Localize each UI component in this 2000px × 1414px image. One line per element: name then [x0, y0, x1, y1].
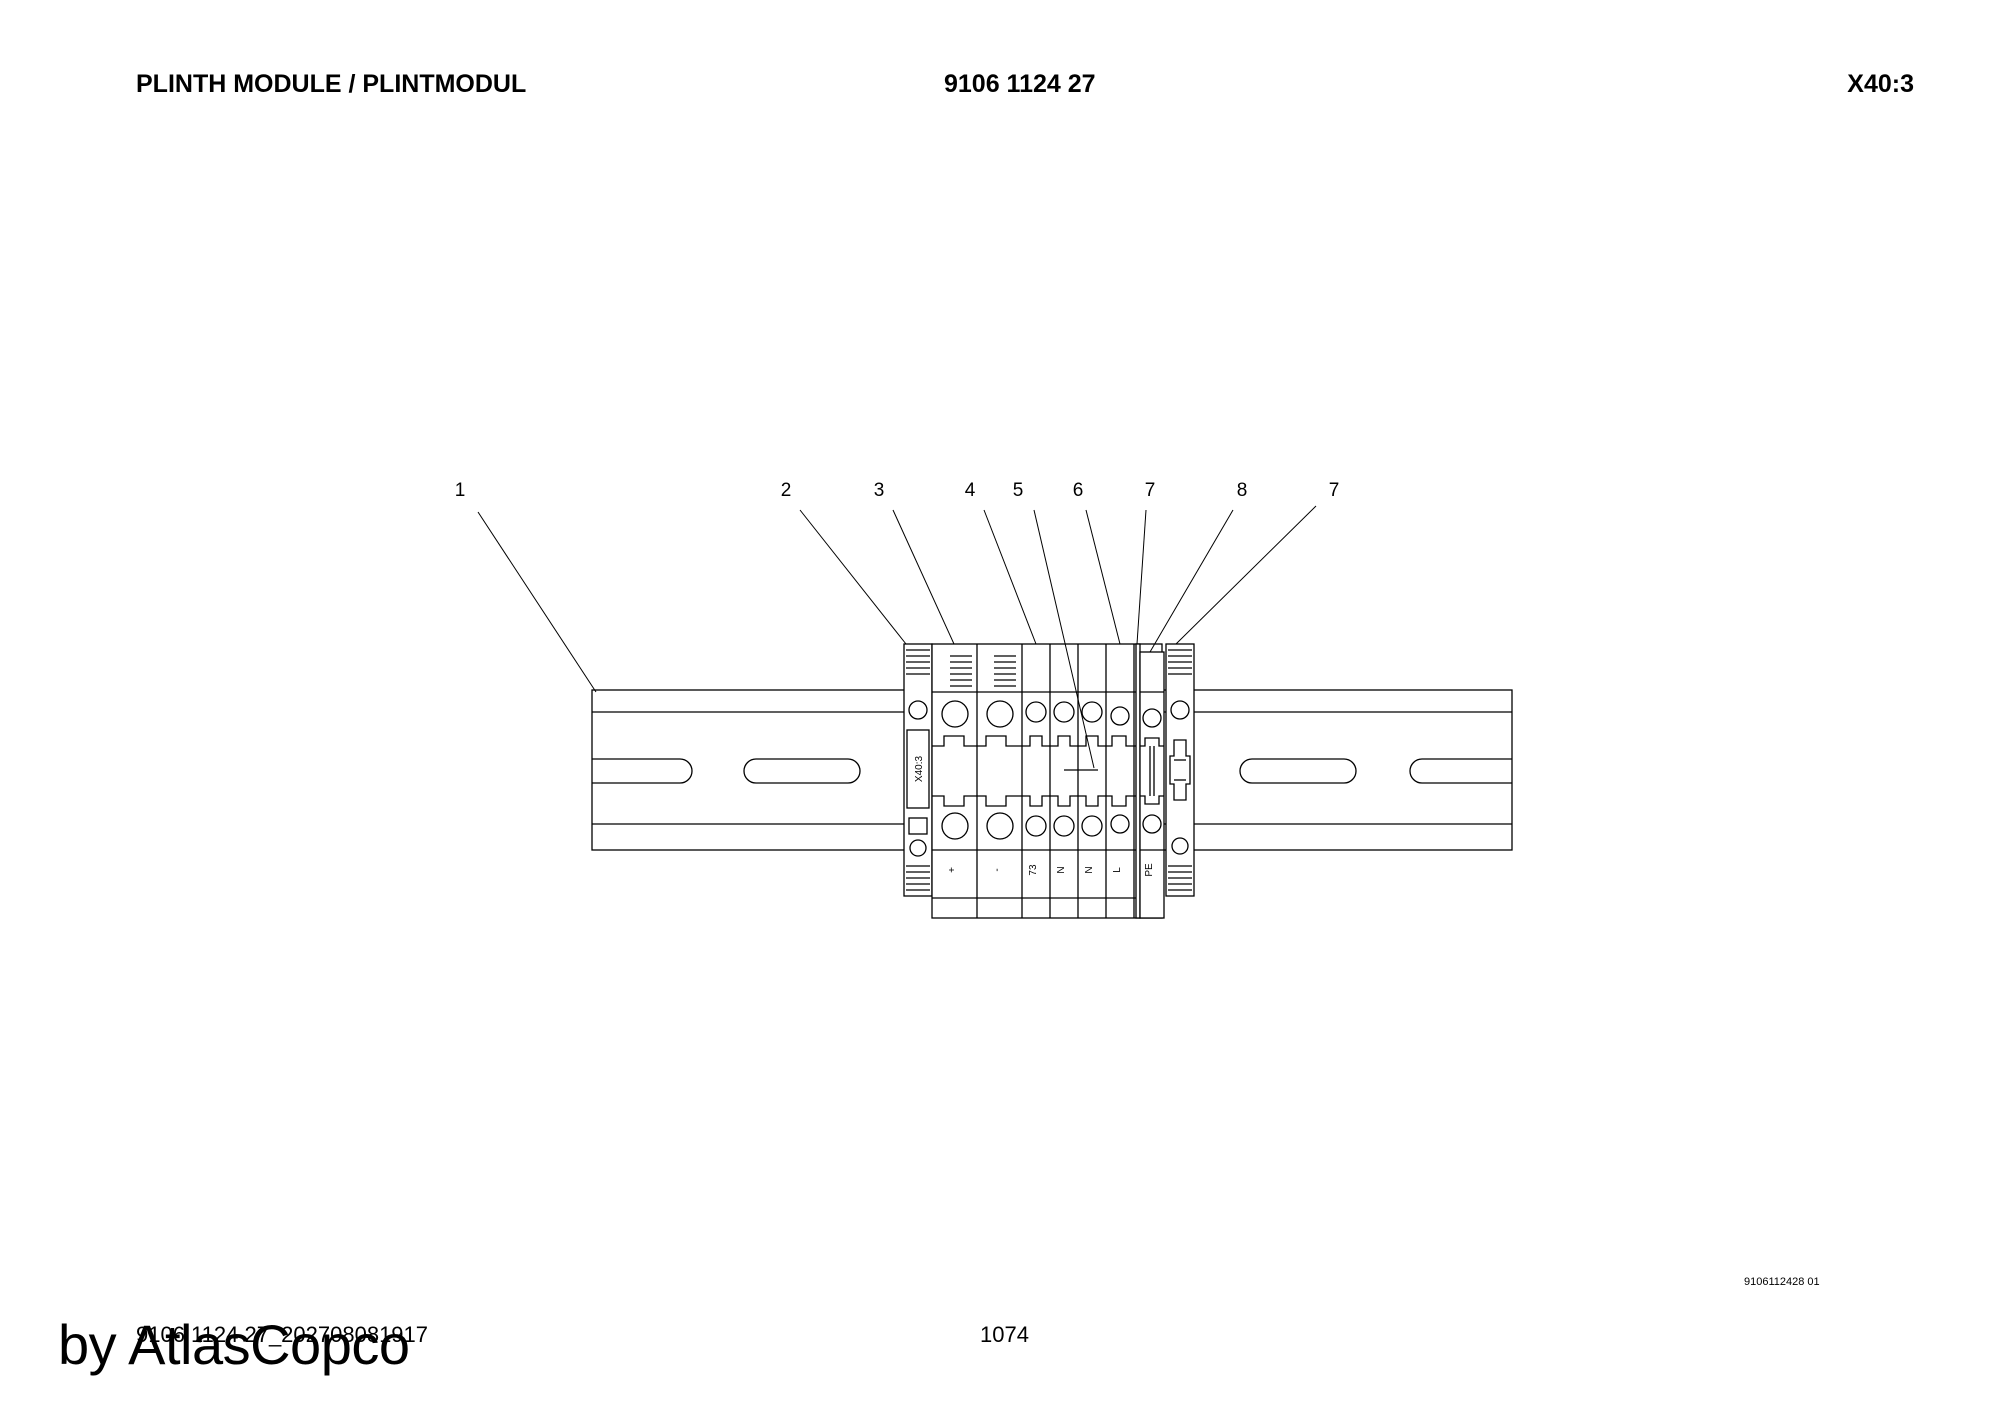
page-title: PLINTH MODULE / PLINTMODUL [136, 70, 527, 98]
designation: X40:3 [1847, 70, 1914, 98]
callout-8: 8 [1237, 480, 1248, 501]
part-number: 9106 1124 27 [944, 70, 1096, 98]
end-plate-label: X40:3 [914, 755, 925, 782]
callout-7b: 7 [1329, 480, 1340, 501]
end-stop-left: X40:3 [903, 643, 933, 897]
terminal-label-n2: N [1084, 866, 1095, 873]
terminal-label-73: 73 [1028, 864, 1039, 876]
watermark-brand: by AtlasCopco [58, 1313, 410, 1376]
end-stop-right [1165, 643, 1195, 897]
drawing-reference: 9106112428 01 [1744, 1276, 1820, 1288]
callout-3: 3 [874, 480, 885, 501]
pe-terminal [1139, 651, 1165, 919]
callout-4: 4 [965, 480, 976, 501]
terminal-label-n1: N [1056, 866, 1067, 873]
callout-7a: 7 [1145, 480, 1156, 501]
callouts: 1 2 3 4 5 6 7 8 7 [455, 480, 1340, 501]
terminal-label-pe: PE [1144, 863, 1155, 877]
callout-6: 6 [1073, 480, 1084, 501]
callout-2: 2 [781, 480, 792, 501]
page-number: 1074 [980, 1322, 1029, 1347]
terminal-labels: + - 73 N N L PE [947, 863, 1155, 877]
terminal-label-plus: + [947, 867, 958, 873]
leader-lines [477, 505, 1317, 769]
callout-5: 5 [1013, 480, 1024, 501]
document-reference: 9106 1124 27_202708081917 [136, 1322, 429, 1347]
terminal-label-minus: - [992, 868, 1003, 871]
terminal-block [931, 643, 1163, 919]
terminal-label-l: L [1112, 867, 1123, 873]
callout-1: 1 [455, 480, 466, 501]
